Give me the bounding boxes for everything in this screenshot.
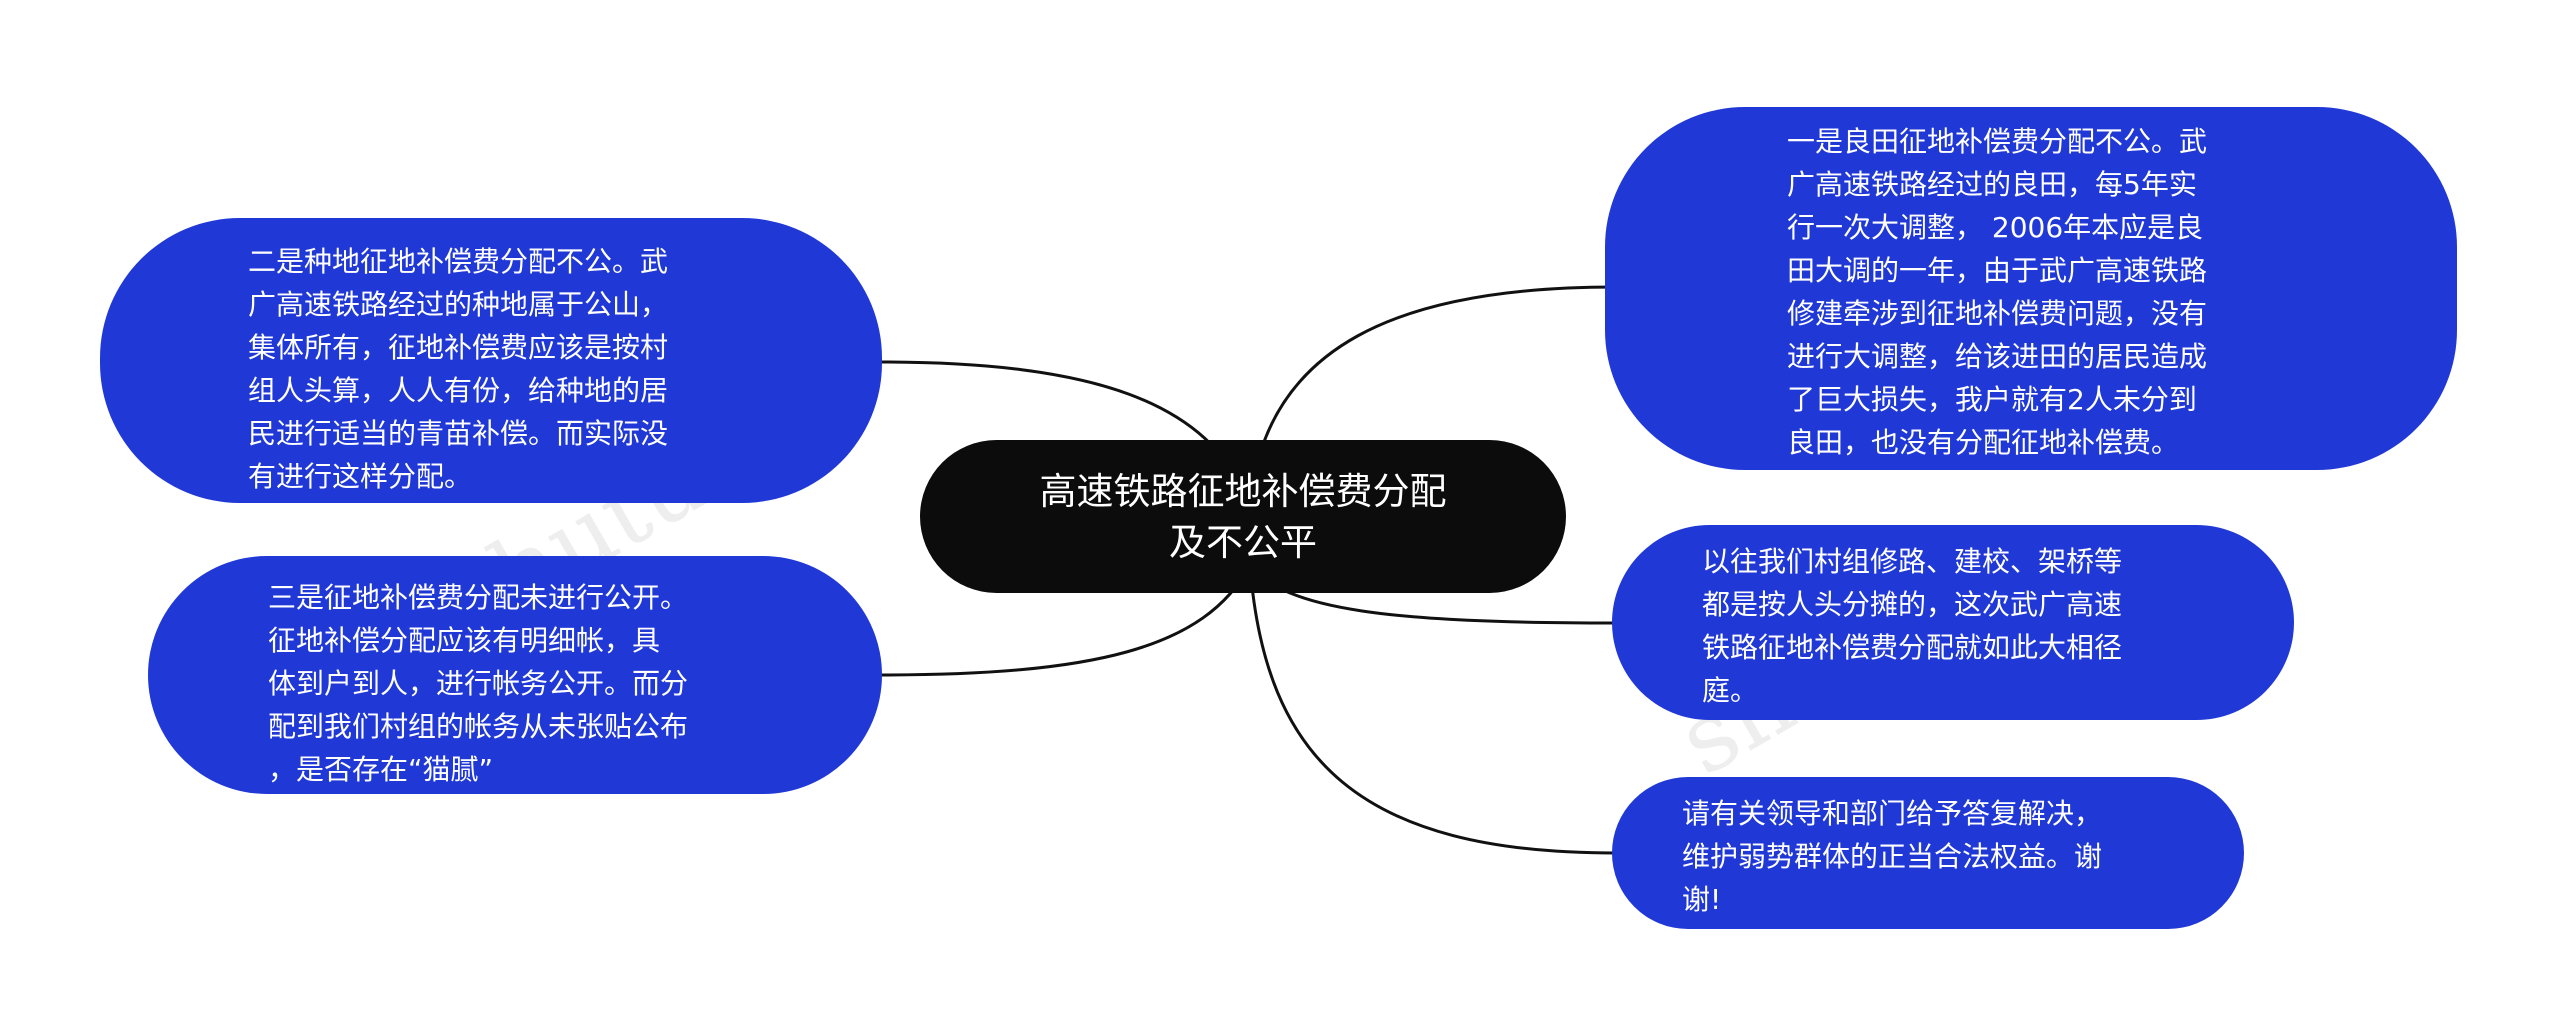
branch-node-left-2-text: 三是征地补偿费分配未进行公开。 征地补偿分配应该有明细帐，具 体到户到人，进行帐…	[268, 581, 689, 786]
branch-node-left-1-text: 二是种地征地补偿费分配不公。武 广高速铁路经过的种地属于公山， 集体所有，征地补…	[248, 245, 669, 493]
connector-left-2	[879, 564, 1252, 677]
branch-node-left-2[interactable]: 三是征地补偿费分配未进行公开。 征地补偿分配应该有明细帐，具 体到户到人，进行帐…	[148, 556, 882, 794]
branch-node-right-1[interactable]: 一是良田征地补偿费分配不公。武 广高速铁路经过的良田，每5年实 行一次大调整， …	[1605, 107, 2457, 470]
central-topic[interactable]: 高速铁路征地补偿费分配 及不公平	[920, 440, 1566, 593]
branch-node-right-1-text: 一是良田征地补偿费分配不公。武 广高速铁路经过的良田，每5年实 行一次大调整， …	[1787, 125, 2208, 459]
branch-node-right-2[interactable]: 以往我们村组修路、建校、架桥等 都是按人头分摊的，这次武广高速 铁路征地补偿费分…	[1612, 525, 2294, 720]
connector-right-3	[1248, 564, 1616, 855]
branch-node-right-3[interactable]: 请有关领导和部门给予答复解决， 维护弱势群体的正当合法权益。谢 谢!	[1612, 777, 2244, 929]
branch-node-left-1[interactable]: 二是种地征地补偿费分配不公。武 广高速铁路经过的种地属于公山， 集体所有，征地补…	[100, 218, 882, 503]
central-topic-label: 高速铁路征地补偿费分配 及不公平	[1039, 469, 1447, 564]
branch-node-right-2-text: 以往我们村组修路、建校、架桥等 都是按人头分摊的，这次武广高速 铁路征地补偿费分…	[1702, 545, 2123, 707]
branch-node-right-3-text: 请有关领导和部门给予答复解决， 维护弱势群体的正当合法权益。谢 谢!	[1682, 797, 2103, 916]
